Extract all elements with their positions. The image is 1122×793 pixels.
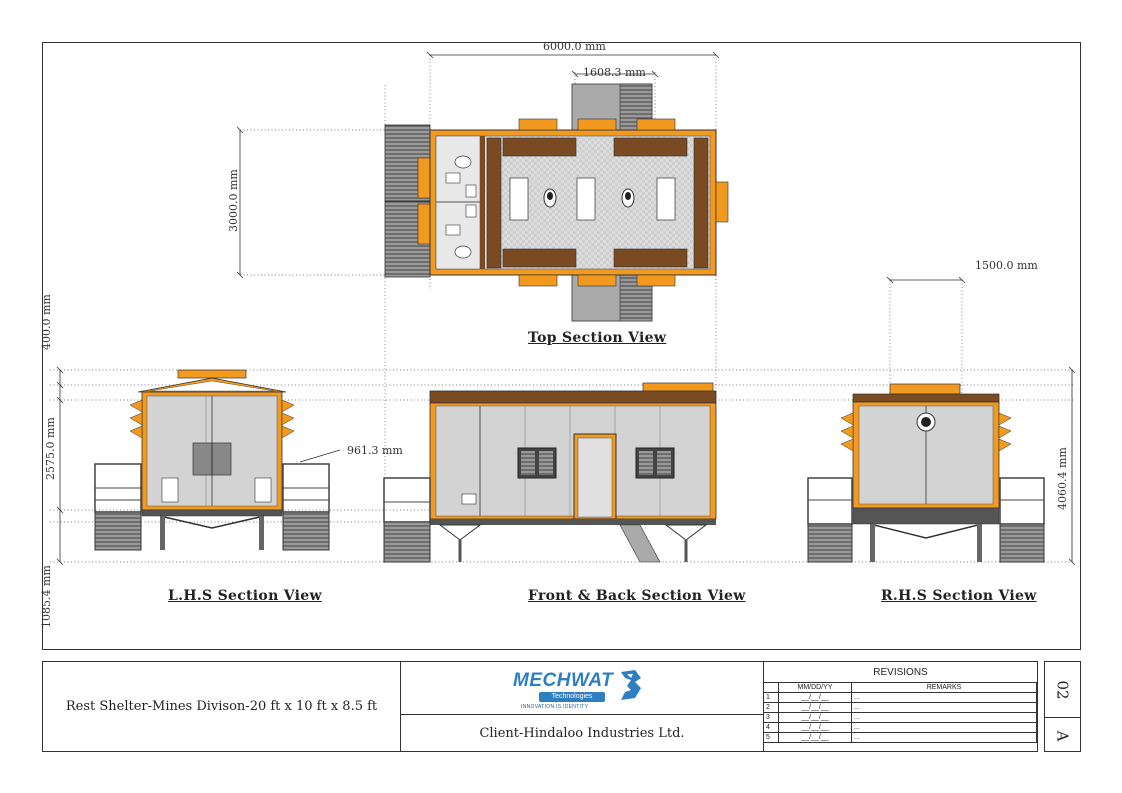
project-title: Rest Shelter-Mines Divison-20 ft x 10 ft… [42,661,401,752]
front-back-section-view [383,382,717,563]
rev-date: __/__/__ [778,702,852,713]
sheet-size: A [1053,730,1072,741]
sheet-cell: 02 A [1044,661,1081,752]
sheet-number: 02 [1045,662,1080,718]
dimension-lines [56,51,1076,566]
revision-row: 5__/__/__... [763,732,1037,743]
rev-col-date: MM/DD/YY [778,682,852,693]
width-label: 3000.0 mm [227,169,240,232]
rev-no: 1 [763,692,779,703]
rev-date: __/__/__ [778,712,852,723]
revisions-grid: MM/DD/YY REMARKS 1__/__/__...2__/__/__..… [763,682,1037,743]
base-height-label: 1085.4 mm [40,565,53,628]
rev-col-remarks: REMARKS [851,682,1037,693]
front-back-view-title: Front & Back Section View [528,588,746,604]
rev-remark: ... [851,712,1037,723]
top-section-view [384,83,729,322]
revisions-table: REVISIONS MM/DD/YY REMARKS 1__/__/__...2… [763,661,1038,752]
lhs-section-view [94,369,330,551]
rev-remark: ... [851,732,1037,743]
rev-no: 4 [763,722,779,733]
rev-date: __/__/__ [778,722,852,733]
drawing-canvas [50,51,1076,566]
rev-remark: ... [851,722,1037,733]
rhs-view-title: R.H.S Section View [881,588,1037,604]
revision-row: 4__/__/__... [763,722,1037,733]
rev-no: 2 [763,702,779,713]
logo-subtitle: Technologies [539,692,605,702]
rev-no: 3 [763,712,779,723]
rhs-section-view [807,383,1045,563]
revision-row: 3__/__/__... [763,712,1037,723]
rev-no: 5 [763,732,779,743]
logo-tagline: INNOVATION IS IDENTITY [521,704,589,710]
roof-height-label: 400.0 mm [40,294,53,350]
logo-mark-icon [621,670,641,700]
total-height-label: 4060.4 mm [1056,447,1069,510]
overall-length-label: 6000.0 mm [543,40,606,53]
wall-height-label: 2575.0 mm [44,417,57,480]
drawing-frame [42,42,1081,650]
logo-client-cell: MECHWAT Technologies INNOVATION IS IDENT… [401,661,764,752]
rev-date: __/__/__ [778,732,852,743]
lhs-view-title: L.H.S Section View [168,588,322,604]
end-platform-label: 1500.0 mm [975,259,1038,272]
title-block: Rest Shelter-Mines Divison-20 ft x 10 ft… [42,661,1081,752]
revision-row: 1__/__/__... [763,692,1037,703]
rev-remark: ... [851,702,1037,713]
revisions-title: REVISIONS [764,662,1037,683]
door-width-label: 1608.3 mm [583,66,646,79]
stair-height-label: 961.3 mm [347,444,403,457]
rev-date: __/__/__ [778,692,852,703]
revision-row: 2__/__/__... [763,702,1037,713]
rev-remark: ... [851,692,1037,703]
company-logo: MECHWAT Technologies INNOVATION IS IDENT… [513,668,653,712]
client-name: Client-Hindaloo Industries Ltd. [401,714,763,751]
logo-wordmark: MECHWAT [513,670,614,691]
top-view-title: Top Section View [528,330,667,346]
